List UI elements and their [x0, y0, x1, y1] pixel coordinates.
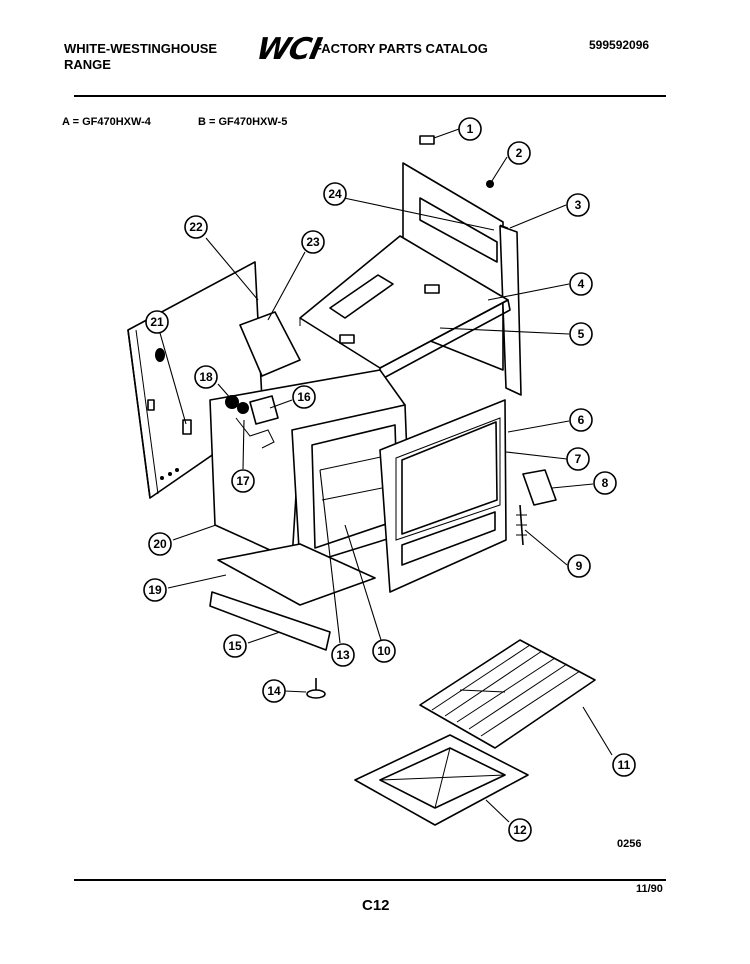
svg-text:23: 23	[306, 235, 320, 249]
svg-text:22: 22	[189, 220, 203, 234]
thermostat-valve	[225, 395, 279, 449]
svg-text:24: 24	[328, 187, 342, 201]
callout-8: 8	[593, 471, 617, 495]
door-hinge	[522, 469, 557, 506]
svg-text:3: 3	[575, 198, 582, 212]
callout-23: 23	[301, 230, 325, 254]
leader-lines	[159, 128, 613, 823]
model-a-label: A = GF470HXW-4	[62, 116, 151, 128]
catalog-part-number: 599592096	[589, 38, 650, 52]
callout-22: 22	[184, 215, 208, 239]
svg-text:17: 17	[236, 474, 250, 488]
callout-11: 11	[612, 753, 636, 777]
page-number: C12	[362, 897, 390, 914]
svg-text:2: 2	[516, 146, 523, 160]
svg-text:20: 20	[153, 537, 167, 551]
svg-text:5: 5	[578, 327, 585, 341]
callout-21: 21	[145, 310, 169, 334]
callout-3: 3	[566, 193, 590, 217]
callout-1: 1	[458, 117, 482, 141]
callout-10: 10	[372, 639, 396, 663]
revision-date: 11/90	[636, 883, 663, 895]
callout-6: 6	[569, 408, 593, 432]
oven-rack	[419, 639, 596, 749]
svg-text:4: 4	[578, 277, 585, 291]
model-b-label: B = GF470HXW-5	[198, 116, 288, 128]
callout-7: 7	[566, 447, 590, 471]
callout-12: 12	[508, 818, 532, 842]
footer-rule	[74, 879, 666, 881]
kick-trim	[209, 591, 331, 651]
small-bracket	[419, 135, 435, 145]
svg-text:10: 10	[377, 644, 391, 658]
svg-text:7: 7	[575, 452, 582, 466]
svg-text:9: 9	[576, 559, 583, 573]
callout-5: 5	[569, 322, 593, 346]
catalog-title: FACTORY PARTS CATALOG	[314, 41, 488, 56]
svg-text:11: 11	[618, 758, 631, 772]
svg-text:18: 18	[199, 370, 213, 384]
callout-18: 18	[194, 365, 218, 389]
brand-block: WHITE-WESTINGHOUSE RANGE	[64, 41, 217, 73]
oven-door	[379, 399, 507, 593]
oven-bottom	[217, 543, 376, 606]
callout-15: 15	[223, 634, 247, 658]
svg-text:8: 8	[602, 476, 609, 490]
svg-text:16: 16	[297, 390, 311, 404]
broiler-pan	[354, 734, 529, 826]
callout-20: 20	[148, 532, 172, 556]
callout-4: 4	[569, 272, 593, 296]
product-type: RANGE	[64, 57, 111, 72]
callout-14: 14	[262, 679, 286, 703]
svg-text:1: 1	[467, 122, 474, 136]
side-clip	[182, 419, 192, 435]
svg-text:12: 12	[513, 823, 527, 837]
svg-text:19: 19	[148, 583, 162, 597]
callout-9: 9	[567, 554, 591, 578]
callout-19: 19	[143, 578, 167, 602]
header-rule	[74, 95, 666, 97]
svg-text:15: 15	[228, 639, 242, 653]
callout-24: 24	[323, 182, 347, 206]
svg-text:21: 21	[150, 315, 164, 329]
callout-16: 16	[292, 385, 316, 409]
callout-17: 17	[231, 469, 255, 493]
callout-13: 13	[331, 643, 355, 667]
svg-text:13: 13	[336, 648, 350, 662]
drawing-code: 0256	[617, 838, 642, 850]
callout-2: 2	[507, 141, 531, 165]
brand-name: WHITE-WESTINGHOUSE	[64, 41, 218, 56]
vent-duct	[239, 311, 301, 377]
leveling-leg	[306, 678, 326, 699]
svg-text:6: 6	[578, 413, 585, 427]
svg-text:14: 14	[267, 684, 281, 698]
door-spring	[516, 504, 527, 546]
